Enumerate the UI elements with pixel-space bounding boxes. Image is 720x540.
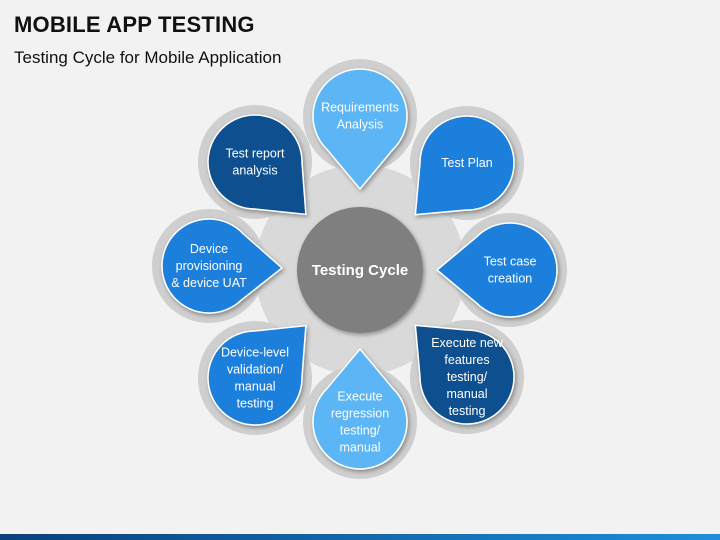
- step-petal: [414, 324, 515, 425]
- hub-circle: [297, 207, 423, 333]
- step-petal: [414, 115, 515, 216]
- step-petal: [207, 114, 307, 216]
- step-petal: [435, 222, 558, 318]
- step-petal: [161, 218, 284, 314]
- step-petal: [207, 324, 307, 426]
- bottom-accent-bar: [0, 534, 720, 540]
- step-petal: [312, 347, 408, 470]
- step-petal: [312, 68, 408, 191]
- step-label: Test Plan: [441, 156, 492, 170]
- hub-label: Testing Cycle: [312, 262, 408, 279]
- page-title: MOBILE APP TESTING: [14, 12, 255, 37]
- page-subtitle: Testing Cycle for Mobile Application: [14, 48, 282, 67]
